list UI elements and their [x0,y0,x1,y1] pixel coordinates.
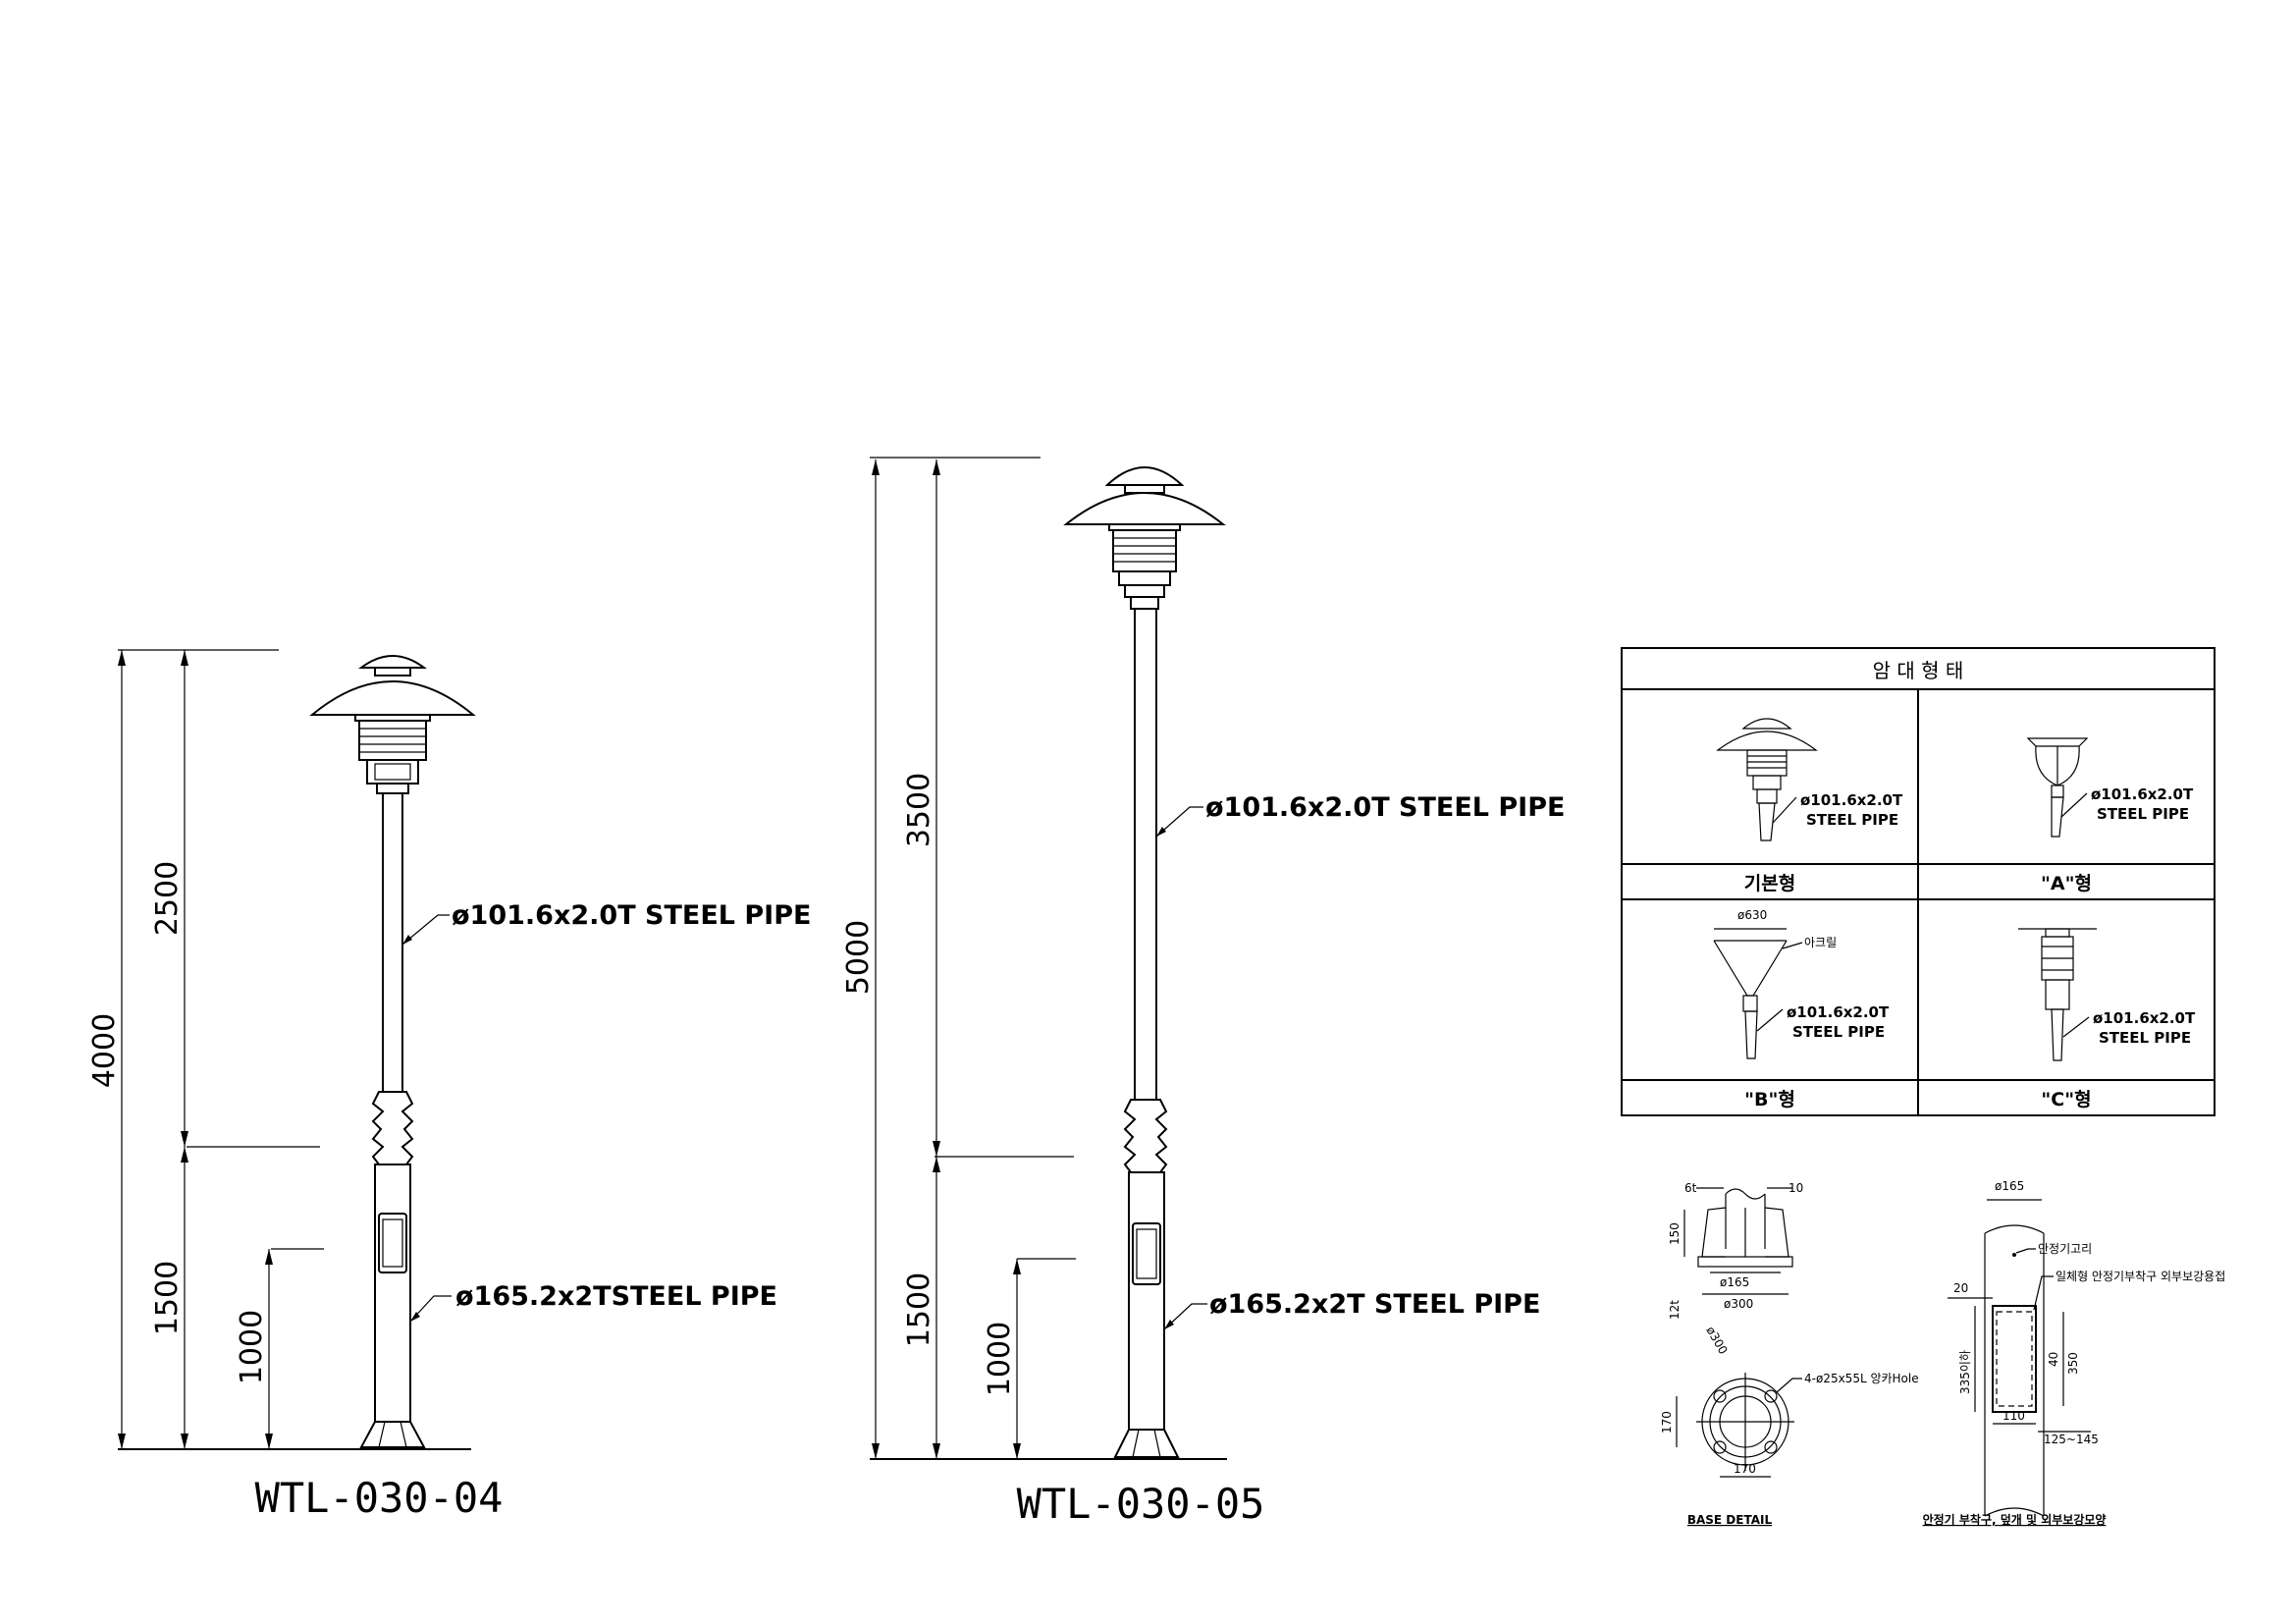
pole-04-dimensions: 4000 2500 1500 1000 [87,649,324,1449]
base-detail-title: BASE DETAIL [1687,1513,1773,1527]
pole-05-lower-pipe-label: ø165.2x2T STEEL PIPE [1209,1289,1540,1320]
arm-caption-c: "C"형 [2041,1089,2091,1110]
drawing-label: 6t [1684,1181,1697,1195]
pole-05-dimensions: 5000 3500 1500 1000 [841,457,1076,1459]
pole-05-top-cap [1104,466,1185,486]
drawing-label: 170 [1734,1462,1756,1476]
drawing-label: ø300 [1703,1325,1730,1357]
arm-cell-basic: ø101.6x2.0T STEEL PIPE 기본형 [1716,718,1903,894]
drawing-label: 안정기고리 [2038,1242,2092,1256]
arm-type-table: 암 대 형 태 ø101.6x2.0T STEEL PIPE 기본형 [1621,647,2216,1116]
pole-04-lower-pipe [374,1164,411,1423]
drawing-label: STEEL PIPE [1792,1023,1885,1041]
pole-04-model: WTL-030-04 [255,1474,504,1522]
drawing-label: 335이하 [1958,1350,1972,1394]
pole-05-lower-pipe [1128,1171,1165,1431]
drawing-label: STEEL PIPE [2097,805,2189,823]
pole-05-model: WTL-030-05 [1017,1480,1265,1528]
stabilizer-detail: ø165 안정기고리 일체형 안정기부착구 외부보강용접 20 335이하 40… [1923,1179,2226,1527]
arm-cell-a: ø101.6x2.0T STEEL PIPE "A"형 [2026,737,2194,894]
drawing-label: ø165 [1720,1275,1749,1289]
drawing-label: ø165 [1995,1179,2024,1193]
pole-04-dim-door: 1000 [235,1310,269,1384]
pole-04-drawing [118,655,476,1450]
drawing-label: 350 [2066,1352,2080,1375]
drawing-label: 40 [2047,1352,2060,1367]
pole-05-upper-pipe-label: ø101.6x2.0T STEEL PIPE [1205,792,1565,823]
pole-05-door [1132,1222,1161,1285]
drawing-label: ø101.6x2.0T [2093,1009,2196,1027]
drawing-label: 125~145 [2044,1433,2099,1446]
drawing-label: 20 [1953,1281,1968,1295]
drawing-label: STEEL PIPE [2099,1029,2191,1047]
pole-04-dim-upper: 2500 [150,861,185,936]
drawing-label: 일체형 안정기부착구 외부보강용접 [2056,1270,2225,1283]
pole-05-shade [1063,492,1226,525]
drawing-label: STEEL PIPE [1806,811,1898,829]
pole-04-base [359,1421,426,1448]
drawing-label: ø101.6x2.0T [1787,1003,1890,1021]
arm-cell-b: ø630 아크릴 ø101.6x2.0T STEEL PIPE "B"형 [1713,908,1890,1110]
pole-05-collar [1123,1099,1168,1173]
pole-05-base [1113,1429,1180,1458]
stabilizer-detail-title: 안정기 부착구, 덮개 및 외부보강모양 [1923,1512,2107,1527]
pole-04-shade [309,680,476,716]
arm-caption-a: "A"형 [2041,873,2092,894]
pole-04-dim-lower: 1500 [150,1261,185,1335]
base-detail: 6t 10 150 ø165 12t ø300 ø300 4-ø25x55L 앙… [1660,1181,1919,1527]
pole-04-upper-pipe-label: ø101.6x2.0T STEEL PIPE [452,900,811,931]
drawing-label: 4-ø25x55L 앙카Hole [1804,1372,1919,1385]
drawing-label: 12t [1668,1300,1682,1320]
drawing-label: ø300 [1724,1297,1753,1311]
pole-05-drawing [870,466,1227,1460]
pole-04-dim-total: 4000 [87,1013,122,1088]
drawing-label: 110 [2002,1409,2025,1423]
pole-05-dim-upper: 3500 [902,773,936,847]
pole-05-louvers [1112,529,1177,610]
pole-04-collar [371,1091,414,1165]
drawing-label: 150 [1668,1222,1682,1245]
arm-cell-c: ø101.6x2.0T STEEL PIPE "C"형 [2018,928,2196,1110]
arm-table-title: 암 대 형 태 [1873,659,1964,682]
pole-05-dim-lower: 1500 [902,1272,936,1347]
drawing-label: 아크릴 [1804,936,1837,949]
pole-05-dim-total: 5000 [841,920,876,995]
drawing-label: 170 [1660,1411,1674,1434]
pole-04-louvers [358,720,427,794]
pole-05-dim-door: 1000 [983,1322,1017,1396]
pole-04-upper-pipe [382,792,403,1093]
drawing-label: ø101.6x2.0T [1800,791,1903,809]
drawing-label: ø101.6x2.0T [2091,785,2194,803]
arm-caption-basic: 기본형 [1744,873,1795,894]
drawing-label: 10 [1789,1181,1803,1195]
pole-04-door [378,1213,407,1273]
pole-05-leaders: ø101.6x2.0T STEEL PIPE ø165.2x2T STEEL P… [1155,792,1565,1330]
pole-05-upper-pipe [1134,608,1157,1101]
drawing-label: ø630 [1737,908,1767,922]
pole-04-top-cap [357,655,428,669]
arm-caption-b: "B"형 [1744,1089,1795,1110]
pole-04-leaders: ø101.6x2.0T STEEL PIPE ø165.2x2TSTEEL PI… [401,900,811,1323]
pole-04-lower-pipe-label: ø165.2x2TSTEEL PIPE [455,1281,777,1312]
